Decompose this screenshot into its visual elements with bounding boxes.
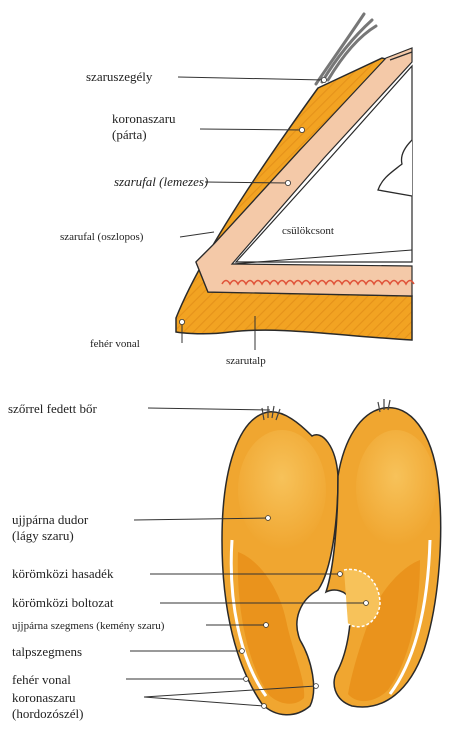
label-hairy-skin: szőrrel fedett bőr xyxy=(8,401,97,416)
hoof-sole-figure xyxy=(126,399,441,715)
label-bulb-sub: (lágy szaru) xyxy=(12,528,74,543)
label-periople: szaruszegély xyxy=(86,69,152,84)
label-interdigital-vault: körömközi boltozat xyxy=(12,595,113,610)
label-sole: szarutalp xyxy=(226,354,266,369)
label-coronary-horn-sub: (párta) xyxy=(112,127,147,142)
label-bulb-segment: ujjpárna szegmens (kemény szaru) xyxy=(12,619,164,634)
label-tubular-wall: szarufal (oszlopos) xyxy=(60,230,143,245)
label-sole-segment: talpszegmens xyxy=(12,644,82,659)
label-interdigital-cleft: körömközi hasadék xyxy=(12,566,113,581)
label-coronary-horn: koronaszaru xyxy=(112,111,176,126)
label-white-line-bottom: fehér vonal xyxy=(12,672,71,687)
hoof-section-figure xyxy=(176,14,414,350)
label-lamellar-wall: szarufal (lemezes) xyxy=(114,174,208,189)
label-coronary-horn-bottom-sub: (hordozószél) xyxy=(12,706,83,721)
right-bulb-shape xyxy=(356,430,436,546)
label-coffin-bone: csülökcsont xyxy=(282,224,334,239)
left-bulb-shape xyxy=(238,430,326,550)
label-coronary-horn-bottom: koronaszaru xyxy=(12,690,76,705)
label-white-line-top: fehér vonal xyxy=(90,337,140,352)
label-bulb: ujjpárna dudor xyxy=(12,512,88,527)
